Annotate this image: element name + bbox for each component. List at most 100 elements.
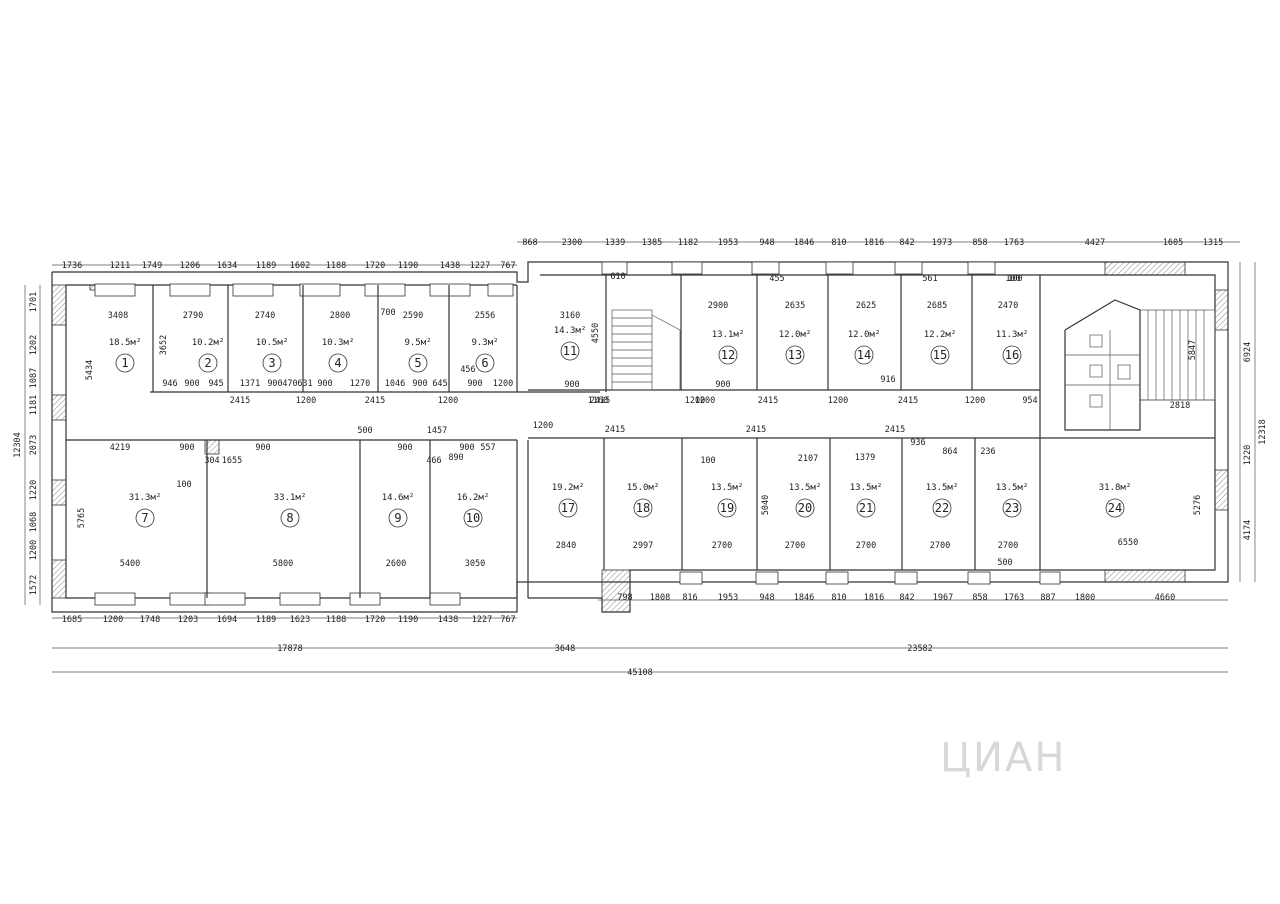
room-width-dim: 5800 — [273, 559, 293, 569]
dim-bottom-right: 858 — [972, 593, 987, 603]
room-number: 16 — [1005, 348, 1019, 362]
dim-bottom-left: 1188 — [326, 615, 346, 625]
room-number: 9 — [394, 511, 401, 525]
dim-misc: 500 — [997, 558, 1012, 568]
room-width-dim: 2997 — [633, 541, 653, 551]
room-width-dim: 3408 — [108, 311, 128, 321]
room-width-dim: 2700 — [998, 541, 1018, 551]
dim-left: 1200 — [29, 540, 39, 560]
dim-top-right: 810 — [831, 238, 846, 248]
room-width-dim: 2840 — [556, 541, 576, 551]
dim-corridor: 1046 — [385, 379, 405, 389]
dim-top-left: 1206 — [180, 261, 200, 271]
dim-misc: 900 — [179, 443, 194, 453]
dim-misc: 864 — [942, 447, 957, 457]
dim-corridor: 645 — [432, 379, 447, 389]
dim-top-right: 1763 — [1004, 238, 1024, 248]
room-width-dim: 2700 — [712, 541, 732, 551]
room-number-circle — [718, 345, 738, 365]
room-number: 13 — [788, 348, 802, 362]
dim-misc: 100 — [176, 480, 191, 490]
room-number-circle — [558, 498, 578, 518]
room-number-circle — [932, 498, 952, 518]
dim-left: 1181 — [29, 395, 39, 415]
dim-left: 1220 — [29, 480, 39, 500]
dim-misc: 900 — [715, 380, 730, 390]
room-area: 13.5м² — [850, 483, 883, 493]
room-width-dim: 2590 — [403, 311, 423, 321]
dim-misc: 1379 — [855, 453, 875, 463]
dim-corridor: 456 — [460, 365, 475, 375]
dim-bottom-right: 798 — [617, 593, 632, 603]
room-area: 12.0м² — [779, 330, 812, 340]
dim-bottom-right: 810 — [831, 593, 846, 603]
room-area: 33.1м² — [274, 493, 307, 503]
dim-total-right: 23582 — [907, 644, 933, 654]
room-number: 15 — [933, 348, 947, 362]
dim-corridor: 1200 — [493, 379, 513, 389]
dim-bottom-left: 1227 — [472, 615, 492, 625]
dim-left: 1572 — [29, 575, 39, 595]
dim-corridor: 900 — [412, 379, 427, 389]
room-width-dim: 2625 — [856, 301, 876, 311]
dim-top-left: 1188 — [326, 261, 346, 271]
room-area: 18.5м² — [109, 338, 142, 348]
room-number-circle — [856, 498, 876, 518]
room-area: 12.2м² — [924, 330, 957, 340]
dim-top-left: 1227 — [470, 261, 490, 271]
room-number-circle — [280, 508, 300, 528]
room-number-circle — [930, 345, 950, 365]
room-width-dim: 2635 — [785, 301, 805, 311]
room-width-dim: 2700 — [785, 541, 805, 551]
room-height-dim: 5276 — [1193, 495, 1203, 515]
room-number: 11 — [563, 344, 577, 358]
room-width-dim: 2556 — [475, 311, 495, 321]
dim-left: 1087 — [29, 368, 39, 388]
dim-top-right: 1315 — [1203, 238, 1223, 248]
room-number-circle — [1105, 498, 1125, 518]
dim-corridor-2415: 2415 — [230, 396, 250, 406]
dim-top-left: 1720 — [365, 261, 385, 271]
room-number: 4 — [334, 356, 341, 370]
room-number: 18 — [636, 501, 650, 515]
windows-top — [94, 261, 1061, 606]
dim-total-left: 17878 — [277, 644, 303, 654]
dim-bottom-left: 1623 — [290, 615, 310, 625]
room-width-dim: 2740 — [255, 311, 275, 321]
room-width-dim: 2700 — [856, 541, 876, 551]
dim-misc: 561 — [922, 274, 937, 284]
dim-corridor-1200: 1200 — [828, 396, 848, 406]
room-number: 1 — [121, 356, 128, 370]
dim-top-left: 1749 — [142, 261, 162, 271]
room-width-dim: 3160 — [560, 311, 580, 321]
dim-right: 4174 — [1243, 520, 1253, 540]
room-number: 22 — [935, 501, 949, 515]
dim-top-left: 1211 — [110, 261, 130, 271]
dim-bottom-right: 1816 — [864, 593, 884, 603]
room-area: 10.2м² — [192, 338, 225, 348]
room-height-dim: 5434 — [85, 360, 95, 380]
room-number: 6 — [481, 356, 488, 370]
dim-top-right: 842 — [899, 238, 914, 248]
dim-top-right: 2300 — [562, 238, 582, 248]
dim-bottom-right: 1800 — [1075, 593, 1095, 603]
room-number: 7 — [141, 511, 148, 525]
dim-bottom-left: 767 — [500, 615, 515, 625]
dim-misc: 1457 — [427, 426, 447, 436]
watermark-logo: ЦИАН — [940, 735, 1067, 781]
dim-misc: 916 — [880, 375, 895, 385]
room-number-circle — [463, 508, 483, 528]
dim-misc: 900 — [459, 443, 474, 453]
dim-top-right: 1385 — [642, 238, 662, 248]
room-number-circle — [633, 498, 653, 518]
dimension-lines — [24, 241, 1256, 673]
room-height-dim: 3652 — [159, 335, 169, 355]
room-area: 9.5м² — [404, 338, 431, 348]
room-number-circle — [115, 353, 135, 373]
dim-bottom-left: 1200 — [103, 615, 123, 625]
room-area: 16.2м² — [457, 493, 490, 503]
dim-misc: 5847 — [1188, 340, 1198, 360]
room-area: 9.3м² — [471, 338, 498, 348]
dim-corridor: 1270 — [350, 379, 370, 389]
